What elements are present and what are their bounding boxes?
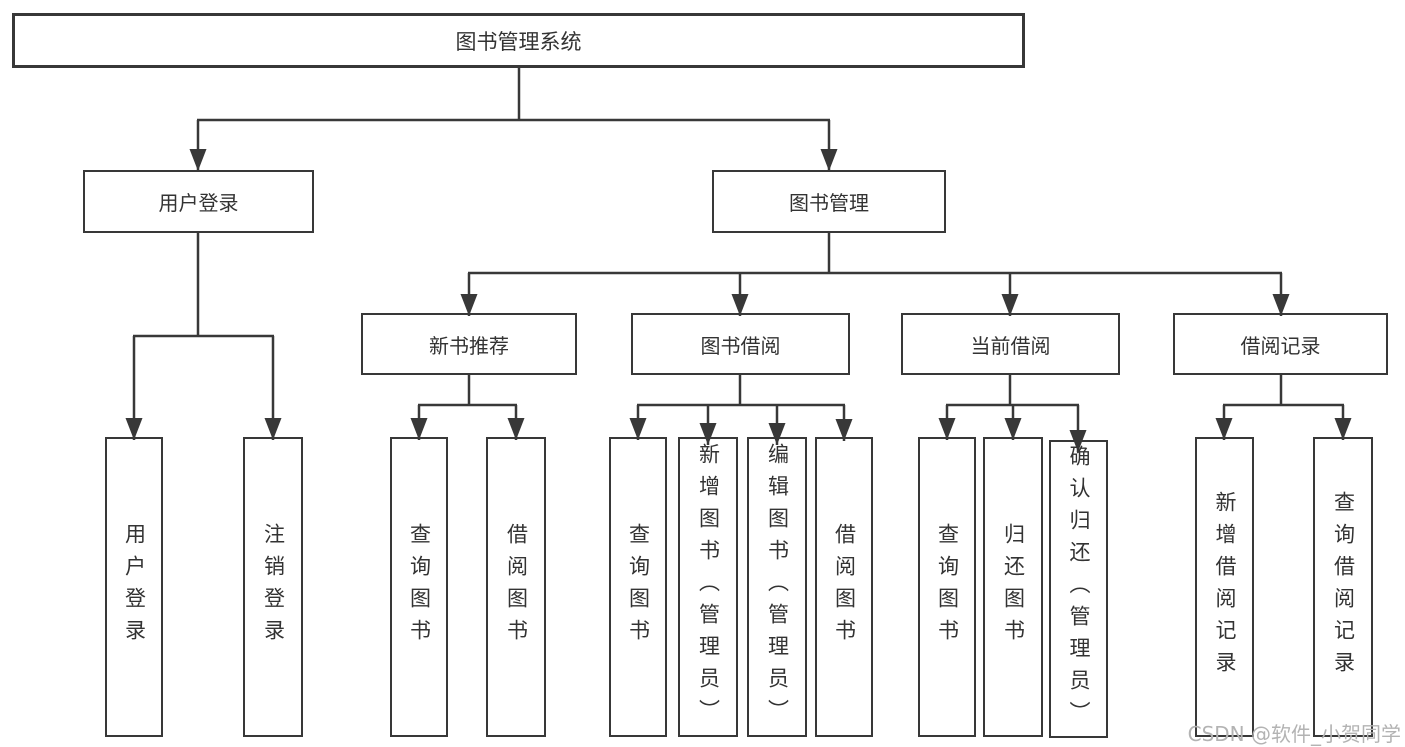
node-borrowing-records: 借阅记录: [1173, 313, 1388, 375]
node-user-login: 用户登录: [83, 170, 314, 233]
leaf-bb-query-books-label: 查询图书: [626, 523, 651, 651]
leaf-cb-confirm-return-admin: 确认归还（管理员）: [1049, 440, 1108, 738]
leaf-bb-edit-books-admin-label: 编辑图书（管理员）: [765, 443, 790, 731]
leaf-cb-confirm-return-admin-label: 确认归还（管理员）: [1067, 445, 1091, 733]
leaf-br-query-record-label: 查询借阅记录: [1331, 491, 1356, 683]
node-current-borrowing-label: 当前借阅: [970, 333, 1051, 358]
leaf-bb-add-books-admin: 新增图书（管理员）: [678, 437, 738, 737]
node-user-login-label: 用户登录: [158, 191, 239, 215]
leaf-bb-query-books: 查询图书: [609, 437, 667, 737]
leaf-cb-return-books: 归还图书: [983, 437, 1043, 737]
node-book-borrowing: 图书借阅: [631, 313, 850, 375]
leaf-nbr-borrow-books-label: 借阅图书: [504, 523, 529, 651]
leaf-cb-return-books-label: 归还图书: [1001, 523, 1026, 651]
leaf-user-login: 用户登录: [105, 437, 163, 737]
leaf-cb-query-books-label: 查询图书: [935, 523, 960, 651]
node-new-book-recommendation-label: 新书推荐: [429, 333, 509, 358]
leaf-nbr-borrow-books: 借阅图书: [486, 437, 546, 737]
node-book-management: 图书管理: [712, 170, 946, 233]
leaf-nbr-query-books: 查询图书: [390, 437, 448, 737]
leaf-logout-label: 注销登录: [261, 523, 286, 651]
leaf-bb-borrow-books: 借阅图书: [815, 437, 873, 737]
node-root-system-label: 图书管理系统: [455, 29, 582, 54]
leaf-logout: 注销登录: [243, 437, 303, 737]
node-book-borrowing-label: 图书借阅: [700, 333, 781, 358]
leaf-bb-add-books-admin-label: 新增图书（管理员）: [696, 443, 721, 731]
node-borrowing-records-label: 借阅记录: [1240, 333, 1321, 358]
csdn-watermark: CSDN @软件_小贺同学: [1187, 722, 1401, 746]
leaf-br-add-record: 新增借阅记录: [1195, 437, 1254, 737]
leaf-nbr-query-books-label: 查询图书: [407, 523, 432, 651]
node-current-borrowing: 当前借阅: [901, 313, 1120, 375]
node-root-system: 图书管理系统: [12, 13, 1025, 68]
node-book-management-label: 图书管理: [789, 191, 869, 215]
leaf-user-login-label: 用户登录: [122, 523, 147, 651]
leaf-bb-borrow-books-label: 借阅图书: [832, 523, 857, 651]
leaf-br-query-record: 查询借阅记录: [1313, 437, 1373, 737]
leaf-bb-edit-books-admin: 编辑图书（管理员）: [747, 437, 807, 737]
node-new-book-recommendation: 新书推荐: [361, 313, 577, 375]
leaf-cb-query-books: 查询图书: [918, 437, 976, 737]
leaf-br-add-record-label: 新增借阅记录: [1213, 491, 1237, 683]
